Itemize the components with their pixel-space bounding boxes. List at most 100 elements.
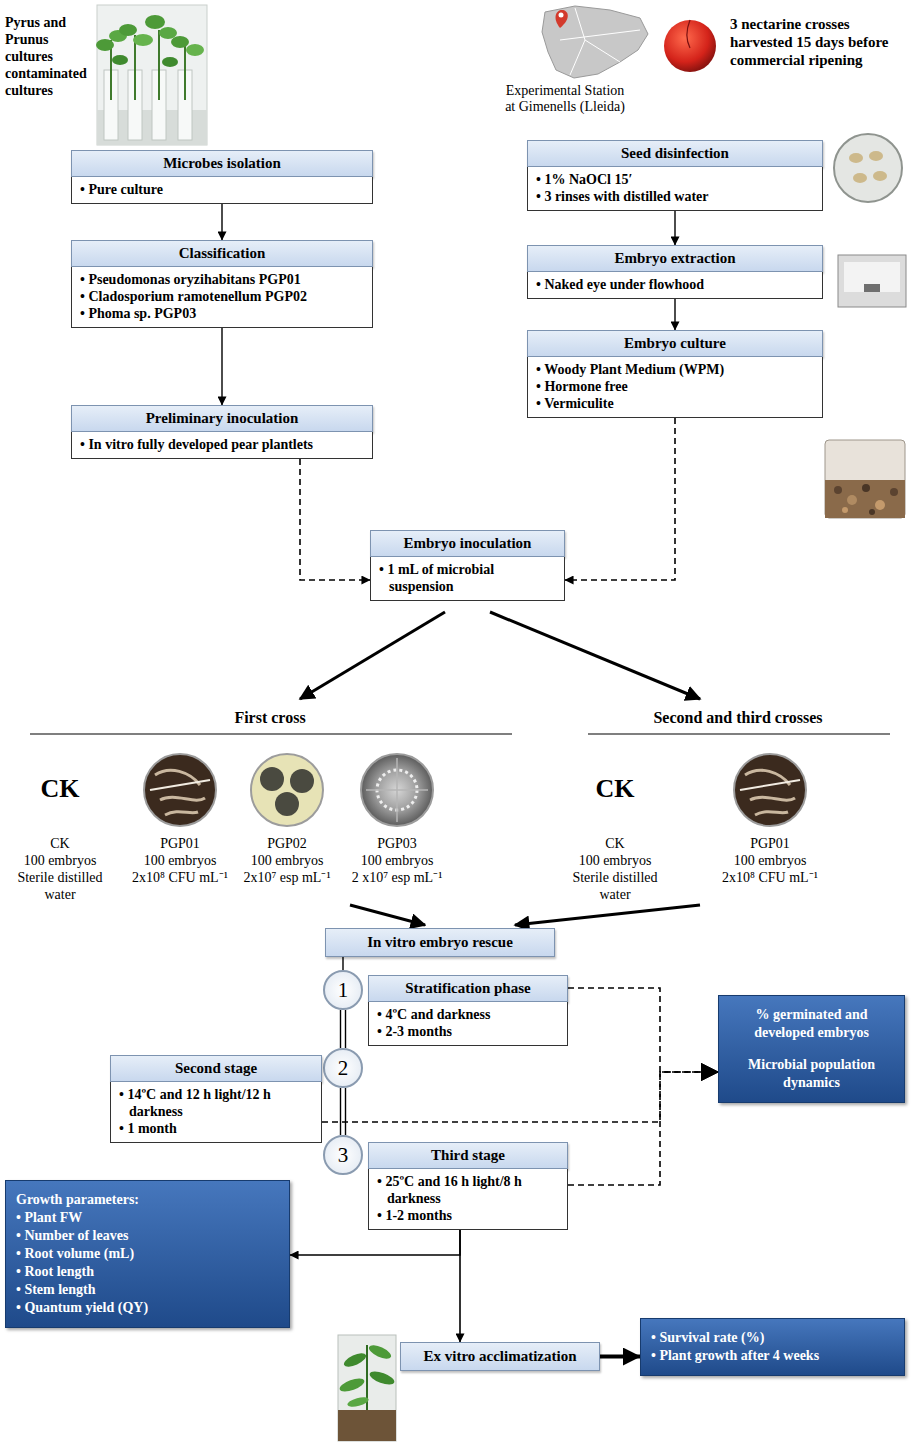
dashed-connector <box>565 418 675 580</box>
culture-photo <box>96 5 207 145</box>
acclimatized-plant-photo <box>338 1335 396 1441</box>
petri-dish-pgp03 <box>361 754 433 826</box>
dashed-connector <box>322 1072 718 1122</box>
petri-dish-pgp01 <box>734 754 806 826</box>
step-header: Stratification phase <box>368 975 568 1002</box>
process-step: Seed disinfection• 1% NaOCl 15′• 3 rinse… <box>527 140 823 211</box>
output-item: • Plant growth after 4 weeks <box>651 1347 894 1365</box>
bullet-item: • Pseudomonas oryzihabitans PGP01 <box>80 271 364 288</box>
treatment-name: PGP02 <box>231 835 343 852</box>
step-header: Seed disinfection <box>527 140 823 167</box>
bullet-item: • 1 month <box>119 1120 313 1137</box>
flow-arrow <box>674 211 675 245</box>
step-details: • Naked eye under flowhood <box>527 272 823 299</box>
treatment-count: 100 embryos <box>337 852 457 869</box>
bullet-item: • Hormone free <box>536 378 814 395</box>
flow-arrow <box>674 299 675 330</box>
step-title: Preliminary inoculation <box>146 410 299 426</box>
output-heading: % germinated and developed embryos <box>729 1006 894 1042</box>
process-step: Microbes isolation• Pure culture <box>71 150 373 204</box>
group-heading: First cross <box>160 708 380 727</box>
treatment-dose: Sterile distilled water <box>560 869 670 903</box>
bullet-item: • Cladosporium ramotenellum PGP02 <box>80 288 364 305</box>
step-details: • Pure culture <box>71 177 373 204</box>
stage-digit: 2 <box>338 1056 349 1081</box>
step-details: • 14ºC and 12 h light/12 h darkness• 1 m… <box>110 1082 322 1143</box>
dashed-connector <box>300 459 370 580</box>
step-title: Embryo inoculation <box>404 535 532 551</box>
step-title: Third stage <box>431 1147 505 1163</box>
step-details: • 1 mL of microbial suspension <box>370 557 565 601</box>
step-title: Second stage <box>175 1060 257 1076</box>
flow-arrow <box>290 1230 460 1255</box>
heading-rule <box>588 733 890 734</box>
flow-arrow <box>600 1355 640 1359</box>
output-item: • Plant FW <box>16 1209 279 1227</box>
double-connector <box>341 1088 346 1135</box>
connector-line <box>345 1010 346 1048</box>
stage-number: 3 <box>323 1135 363 1175</box>
output-heading: • Survival rate (%) <box>651 1329 894 1347</box>
nectarine-photo <box>664 20 716 72</box>
split-arrow <box>300 612 445 699</box>
bullet-item: • Vermiculite <box>536 395 814 412</box>
process-step: Embryo culture • Woody Plant Medium (WPM)… <box>527 330 823 418</box>
stage-digit: 3 <box>338 1143 349 1168</box>
flow-arrow <box>221 204 222 240</box>
treatment-count: 100 embryos <box>120 852 240 869</box>
treatment-count: 100 embryos <box>705 852 835 869</box>
treatment-dose: 2 x10⁷ esp mL⁻¹ <box>337 869 457 886</box>
flowhood-photo <box>838 255 906 307</box>
flow-arrow <box>459 1230 461 1342</box>
stage-number: 2 <box>323 1048 363 1088</box>
phase-title: Ex vitro acclimatization <box>423 1348 576 1364</box>
output-box: % germinated and developed embryosMicrob… <box>718 995 905 1103</box>
bullet-item: • Phoma sp. PGP03 <box>80 305 364 322</box>
bullet-item: • 1-2 months <box>377 1207 559 1224</box>
process-step: Preliminary inoculation• In vitro fully … <box>71 405 373 459</box>
dashed-connector <box>568 1072 718 1185</box>
treatment-dose: Sterile distilled water <box>5 869 115 903</box>
step-details: • 4ºC and darkness• 2-3 months <box>368 1002 568 1046</box>
merge-arrow <box>350 905 425 925</box>
connector-line <box>340 1088 341 1135</box>
dashed-connector <box>568 988 718 1072</box>
treatment-name: PGP01 <box>120 835 240 852</box>
bullet-item: • Naked eye under flowhood <box>536 276 814 293</box>
double-connector <box>341 1010 346 1048</box>
stage-step: Second stage • 14ºC and 12 h light/12 h d… <box>110 1055 322 1143</box>
bullet-item: • Woody Plant Medium (WPM) <box>536 361 814 378</box>
flow-arrow <box>221 328 222 405</box>
phase-box: Ex vitro acclimatization <box>400 1342 600 1371</box>
treatment-name: PGP01 <box>705 835 835 852</box>
source-note: Pyrus and Prunus cultures contaminated c… <box>5 14 95 99</box>
step-details: • 25ºC and 16 h light/8 h darkness• 1-2 … <box>368 1169 568 1230</box>
step-details: • 1% NaOCl 15′• 3 rinses with distilled … <box>527 167 823 211</box>
stage-step: Stratification phase • 4ºC and darkness• … <box>368 975 568 1046</box>
merge-arrow <box>515 905 700 925</box>
output-item: • Root volume (mL) <box>16 1245 279 1263</box>
treatment-dose: 2x10⁸ CFU mL⁻¹ <box>705 869 835 886</box>
bullet-item: • 1% NaOCl 15′ <box>536 171 814 188</box>
connector-line <box>340 1010 341 1048</box>
treatment-count: 100 embryos <box>560 852 670 869</box>
output-heading: Growth parameters: <box>16 1191 279 1209</box>
step-header: Preliminary inoculation <box>71 405 373 432</box>
catalonia-map <box>542 6 648 78</box>
control-tag: CK <box>25 774 95 804</box>
treatment-name: CK <box>560 835 670 852</box>
stage-number: 1 <box>323 970 363 1010</box>
split-arrow <box>490 612 700 699</box>
petri-dish-pgp01 <box>144 754 216 826</box>
vermiculite-photo <box>825 440 905 518</box>
step-header: Classification <box>71 240 373 267</box>
control-tag: CK <box>580 774 650 804</box>
treatment-count: 100 embryos <box>231 852 343 869</box>
step-header: Embryo culture <box>527 330 823 357</box>
process-step: Embryo extraction• Naked eye under flowh… <box>527 245 823 299</box>
process-step: Classification• Pseudomonas oryzihabitan… <box>71 240 373 328</box>
step-details: • Pseudomonas oryzihabitans PGP01• Clado… <box>71 267 373 328</box>
treatment-name: PGP03 <box>337 835 457 852</box>
step-title: Stratification phase <box>405 980 530 996</box>
